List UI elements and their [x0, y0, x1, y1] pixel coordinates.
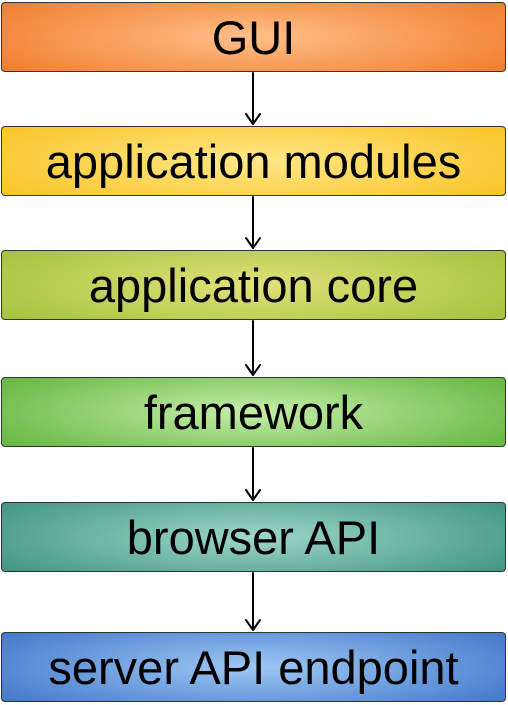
arrow-down-icon: [245, 447, 261, 501]
layer-label: framework: [143, 385, 364, 439]
layer-gui: GUI: [1, 2, 506, 72]
arrow-down-icon: [245, 320, 261, 376]
layer-application-core: application core: [1, 250, 506, 320]
arrow-down-icon: [245, 72, 261, 125]
layer-label: GUI: [211, 10, 296, 64]
layer-framework: framework: [1, 377, 506, 447]
arrow-down-icon: [245, 572, 261, 631]
layer-browser-api: browser API: [1, 502, 506, 572]
layer-label: server API endpoint: [48, 640, 459, 694]
layer-server-api-endpoint: server API endpoint: [1, 632, 506, 702]
layer-label: browser API: [126, 510, 381, 564]
layer-label: application core: [88, 258, 419, 312]
layer-application-modules: application modules: [1, 126, 506, 196]
arrow-down-icon: [245, 196, 261, 249]
layer-label: application modules: [45, 134, 462, 188]
